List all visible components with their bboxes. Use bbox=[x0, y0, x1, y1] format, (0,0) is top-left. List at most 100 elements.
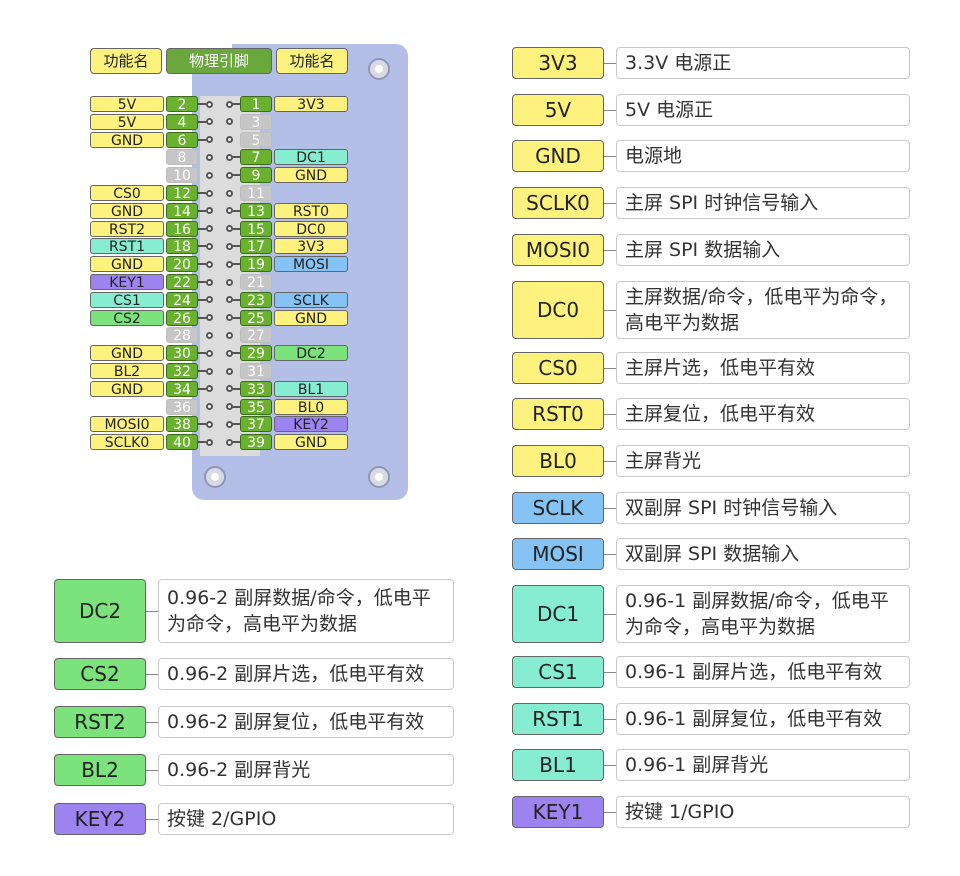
pin-connector bbox=[198, 120, 206, 123]
legend-key-bl2: BL2 bbox=[54, 754, 146, 786]
pin-number: 8 bbox=[166, 149, 198, 166]
pin-function-label: BL1 bbox=[274, 380, 348, 398]
legend-key-sclk: SCLK bbox=[512, 491, 604, 524]
pin-connector bbox=[232, 405, 240, 408]
legend-desc-key1: 按键 1/GPIO bbox=[616, 796, 910, 829]
legend-key-mosi: MOSI bbox=[512, 538, 604, 571]
pin-dot-icon bbox=[226, 118, 233, 126]
legend-key-3v3: 3V3 bbox=[512, 47, 604, 79]
pin-dot-icon bbox=[206, 367, 213, 375]
pin-connector bbox=[198, 298, 206, 301]
pin-number: 27 bbox=[240, 327, 272, 344]
legend-connector bbox=[604, 672, 616, 673]
legend-desc-gnd: 电源地 bbox=[616, 140, 910, 173]
pin-function-label: GND bbox=[274, 434, 348, 451]
pin-number: 1 bbox=[240, 96, 272, 113]
legend-desc-rst1: 0.96-1 副屏复位，低电平有效 bbox=[616, 702, 910, 735]
pin-number: 9 bbox=[240, 167, 272, 184]
pin-connector bbox=[232, 245, 240, 248]
legend-desc-bl2: 0.96-2 副屏背光 bbox=[158, 754, 454, 786]
legend-key-cs0: CS0 bbox=[512, 351, 604, 384]
pin-number: 30 bbox=[166, 345, 198, 362]
pin-dot-icon bbox=[206, 349, 213, 357]
mount-hole-icon bbox=[204, 466, 226, 488]
legend-key-sclk0: SCLK0 bbox=[512, 187, 604, 220]
pin-function-label: 5V bbox=[90, 96, 164, 113]
legend-desc-rst0: 主屏复位，低电平有效 bbox=[616, 398, 910, 431]
legend-connector bbox=[604, 309, 616, 311]
pin-number: 33 bbox=[240, 380, 272, 398]
pin-function-label: GND bbox=[90, 256, 164, 273]
pin-dot-icon bbox=[226, 136, 233, 144]
pin-connector bbox=[232, 227, 240, 230]
pin-function-label: CS0 bbox=[90, 185, 164, 202]
legend-key-dc2: DC2 bbox=[54, 579, 146, 643]
pin-function-label: DC2 bbox=[274, 345, 348, 362]
pin-connector bbox=[232, 156, 240, 159]
pin-number: 36 bbox=[166, 398, 198, 416]
legend-key-rst0: RST0 bbox=[512, 398, 604, 431]
pin-dot-icon bbox=[206, 225, 213, 233]
legend-connector bbox=[604, 507, 616, 509]
pin-connector bbox=[232, 423, 240, 426]
pin-dot-icon bbox=[206, 100, 213, 108]
legend-desc-dc2: 0.96-2 副屏数据/命令，低电平为命令，高电平为数据 bbox=[158, 579, 454, 643]
legend-desc-cs2: 0.96-2 副屏片选，低电平有效 bbox=[158, 658, 454, 690]
pin-connector bbox=[198, 227, 206, 230]
legend-desc-3v3: 3.3V 电源正 bbox=[616, 47, 910, 79]
legend-key-5v: 5V bbox=[512, 93, 604, 126]
pin-dot-icon bbox=[226, 189, 233, 197]
pin-connector bbox=[232, 174, 240, 177]
pin-dot-icon bbox=[206, 278, 213, 286]
pin-dot-icon bbox=[206, 118, 213, 126]
pin-function-label: DC1 bbox=[274, 149, 348, 166]
legend-connector bbox=[604, 367, 616, 369]
legend-connector bbox=[604, 812, 616, 814]
pin-function-label: 3V3 bbox=[274, 238, 348, 255]
pin-function-label: RST0 bbox=[274, 202, 348, 220]
legend-connector bbox=[604, 718, 616, 720]
legend-key-rst1: RST1 bbox=[512, 702, 604, 735]
pin-number: 37 bbox=[240, 416, 272, 433]
pin-connector bbox=[198, 138, 206, 141]
pin-connector bbox=[198, 316, 206, 319]
pin-connector bbox=[198, 209, 206, 212]
pin-dot-icon bbox=[206, 385, 213, 393]
pin-connector bbox=[198, 423, 206, 426]
pin-dot-icon bbox=[206, 420, 213, 428]
pin-function-label: GND bbox=[274, 167, 348, 184]
legend-connector bbox=[146, 722, 158, 723]
pin-function-label: 5V bbox=[90, 113, 164, 131]
pin-dot-icon bbox=[206, 314, 213, 322]
pin-dot-icon bbox=[206, 331, 213, 339]
pin-connector bbox=[232, 298, 240, 301]
pin-connector bbox=[198, 281, 206, 283]
pin-number: 11 bbox=[240, 185, 272, 202]
legend-connector bbox=[146, 674, 158, 675]
mount-hole-icon bbox=[368, 466, 390, 488]
legend-desc-cs1: 0.96-1 副屏片选，低电平有效 bbox=[616, 656, 910, 688]
pin-number: 32 bbox=[166, 363, 198, 380]
pin-dot-icon bbox=[226, 278, 233, 286]
pin-number: 23 bbox=[240, 291, 272, 309]
legend-desc-bl0: 主屏背光 bbox=[616, 444, 910, 477]
pin-function-label: CS2 bbox=[90, 309, 164, 327]
legend-desc-sclk: 双副屏 SPI 时钟信号输入 bbox=[616, 491, 910, 524]
pin-number: 16 bbox=[166, 220, 198, 238]
pin-function-label: BL0 bbox=[274, 398, 348, 416]
pin-dot-icon bbox=[206, 189, 213, 197]
pin-dot-icon bbox=[206, 153, 213, 161]
legend-desc-bl1: 0.96-1 副屏背光 bbox=[616, 749, 910, 782]
pin-function-label: SCLK0 bbox=[90, 434, 164, 451]
legend-key-rst2: RST2 bbox=[54, 706, 146, 738]
pin-function-label: MOSI0 bbox=[90, 416, 164, 433]
pin-function-label: MOSI bbox=[274, 256, 348, 273]
header-physical-pin: 物理引脚 bbox=[166, 48, 272, 74]
pin-number: 17 bbox=[240, 238, 272, 255]
pin-number: 2 bbox=[166, 96, 198, 113]
pin-function-label: GND bbox=[274, 309, 348, 327]
legend-connector bbox=[604, 63, 616, 64]
pin-number: 24 bbox=[166, 291, 198, 309]
pin-dot-icon bbox=[206, 438, 213, 446]
pin-connector bbox=[232, 263, 240, 266]
